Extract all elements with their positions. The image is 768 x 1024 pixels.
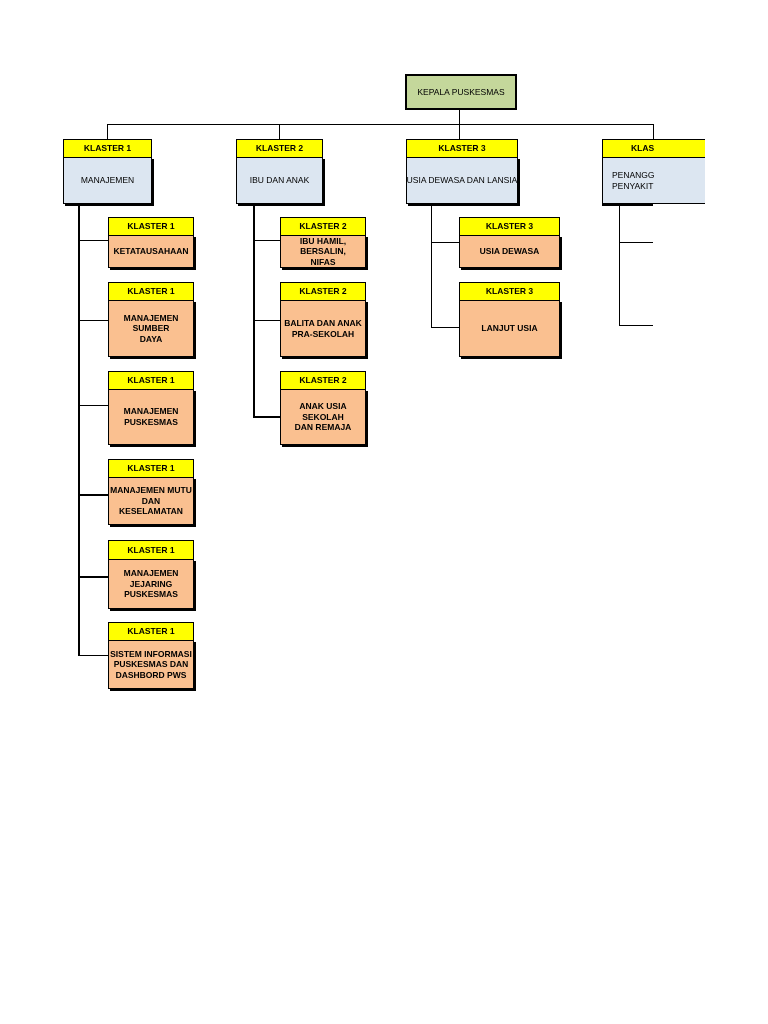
connector-head-down: [459, 110, 460, 125]
klaster-3-sub-label: KLASTER 3: [485, 221, 534, 232]
connector-top-horizontal: [107, 124, 654, 125]
klaster-3-sub-name: USIA DEWASA: [479, 246, 540, 257]
klaster-1-sub-name: KETATAUSAHAAN: [113, 246, 189, 257]
klaster-2-main-box: IBU DAN ANAK: [236, 157, 323, 204]
connector-k4-branch: [619, 242, 653, 243]
klaster-3-sub-box: USIA DEWASA: [459, 235, 560, 268]
klaster-1-sub-box: MANAJEMEN PUSKESMAS: [108, 389, 194, 445]
klaster-2-sub-box: BALITA DAN ANAK PRA-SEKOLAH: [280, 300, 366, 357]
klaster-2-sub-name: IBU HAMIL, BERSALIN, NIFAS: [299, 235, 347, 267]
klaster-1-label: KLASTER 1: [83, 143, 132, 154]
klaster-1-sub-label: KLASTER 1: [127, 221, 175, 232]
klaster-1-sub-name: MANAJEMEN JEJARING PUSKESMAS: [123, 568, 179, 600]
klaster-1-sub-box: MANAJEMEN JEJARING PUSKESMAS: [108, 559, 194, 609]
klaster-2-name: IBU DAN ANAK: [249, 175, 310, 186]
klaster-4-label-box: KLAS: [602, 139, 705, 158]
klaster-3-sub-name: LANJUT USIA: [481, 323, 538, 334]
klaster-3-sub-box: LANJUT USIA: [459, 300, 560, 357]
klaster-4-name: PENANGG PENYAKIT: [612, 169, 655, 191]
klaster-3-sub-label-box: KLASTER 3: [459, 282, 560, 301]
kepala-puskesmas-label: KEPALA PUSKESMAS: [417, 86, 505, 97]
klaster-2-sub-box: ANAK USIA SEKOLAH DAN REMAJA: [280, 389, 366, 445]
klaster-4-cutoff-line: [602, 204, 653, 206]
klaster-1-sub-name: SISTEM INFORMASI PUSKESMAS DAN DASHBORD …: [110, 648, 192, 680]
klaster-1-sub-name: MANAJEMEN MUTU DAN KESELAMATAN: [110, 485, 192, 517]
klaster-1-sub-label-box: KLASTER 1: [108, 371, 194, 390]
klaster-4-main-box: PENANGG PENYAKIT: [602, 157, 705, 204]
klaster-1-sub-box: KETATAUSAHAAN: [108, 235, 194, 268]
connector-k1-branch: [78, 320, 108, 321]
klaster-3-sub-label: KLASTER 3: [485, 286, 534, 297]
connector-k4-branch: [619, 325, 653, 326]
connector-k3-spine: [431, 204, 432, 328]
klaster-3-label-box: KLASTER 3: [406, 139, 518, 158]
klaster-1-sub-box: SISTEM INFORMASI PUSKESMAS DAN DASHBORD …: [108, 640, 194, 689]
klaster-1-sub-label-box: KLASTER 1: [108, 459, 194, 478]
connector-k4-down: [653, 124, 654, 139]
klaster-2-sub-label-box: KLASTER 2: [280, 282, 366, 301]
klaster-2-sub-box: IBU HAMIL, BERSALIN, NIFAS: [280, 235, 366, 268]
klaster-1-sub-name: MANAJEMEN PUSKESMAS: [123, 406, 179, 427]
klaster-1-sub-label: KLASTER 1: [127, 463, 175, 474]
klaster-2-sub-label: KLASTER 2: [299, 221, 347, 232]
connector-k1-down: [107, 124, 108, 139]
connector-k2-branch: [253, 240, 280, 241]
klaster-1-sub-name: MANAJEMEN SUMBER DAYA: [123, 312, 179, 344]
connector-k2-branch: [253, 416, 280, 418]
klaster-3-name: USIA DEWASA DAN LANSIA: [406, 175, 518, 186]
connector-k1-branch: [78, 655, 108, 656]
klaster-2-sub-label: KLASTER 2: [299, 286, 347, 297]
connector-k4-spine: [619, 204, 620, 326]
klaster-1-name: MANAJEMEN: [80, 175, 135, 186]
klaster-2-sub-label: KLASTER 2: [299, 375, 347, 386]
klaster-1-main-box: MANAJEMEN: [63, 157, 152, 204]
klaster-3-sub-label-box: KLASTER 3: [459, 217, 560, 236]
klaster-1-label-box: KLASTER 1: [63, 139, 152, 158]
connector-k1-branch: [78, 240, 108, 241]
connector-k1-branch: [78, 576, 108, 578]
klaster-1-sub-box: MANAJEMEN MUTU DAN KESELAMATAN: [108, 477, 194, 525]
klaster-1-sub-box: MANAJEMEN SUMBER DAYA: [108, 300, 194, 357]
klaster-2-label-box: KLASTER 2: [236, 139, 323, 158]
klaster-1-sub-label-box: KLASTER 1: [108, 540, 194, 560]
klaster-1-sub-label: KLASTER 1: [127, 375, 175, 386]
klaster-2-sub-label-box: KLASTER 2: [280, 217, 366, 236]
connector-k3-branch: [431, 327, 459, 328]
connector-k3-down: [459, 124, 460, 139]
klaster-3-label: KLASTER 3: [438, 143, 486, 154]
klaster-1-sub-label-box: KLASTER 1: [108, 217, 194, 236]
klaster-1-sub-label: KLASTER 1: [127, 286, 175, 297]
connector-k2-branch: [253, 320, 280, 321]
kepala-puskesmas-box: KEPALA PUSKESMAS: [405, 74, 517, 110]
connector-k2-spine: [253, 204, 255, 417]
klaster-1-sub-label-box: KLASTER 1: [108, 622, 194, 641]
connector-k1-branch: [78, 494, 108, 496]
connector-k2-down: [279, 124, 280, 139]
klaster-2-label: KLASTER 2: [255, 143, 304, 154]
klaster-3-main-box: USIA DEWASA DAN LANSIA: [406, 157, 518, 204]
klaster-1-sub-label: KLASTER 1: [127, 626, 175, 637]
klaster-4-label: KLAS: [631, 143, 655, 154]
klaster-2-sub-name: BALITA DAN ANAK PRA-SEKOLAH: [284, 317, 362, 339]
klaster-1-sub-label: KLASTER 1: [127, 544, 175, 555]
connector-k1-spine: [78, 204, 80, 656]
klaster-1-sub-label-box: KLASTER 1: [108, 282, 194, 301]
connector-k3-branch: [431, 242, 459, 243]
connector-k1-branch: [78, 405, 108, 406]
klaster-2-sub-name: ANAK USIA SEKOLAH DAN REMAJA: [294, 401, 352, 433]
klaster-2-sub-label-box: KLASTER 2: [280, 371, 366, 390]
